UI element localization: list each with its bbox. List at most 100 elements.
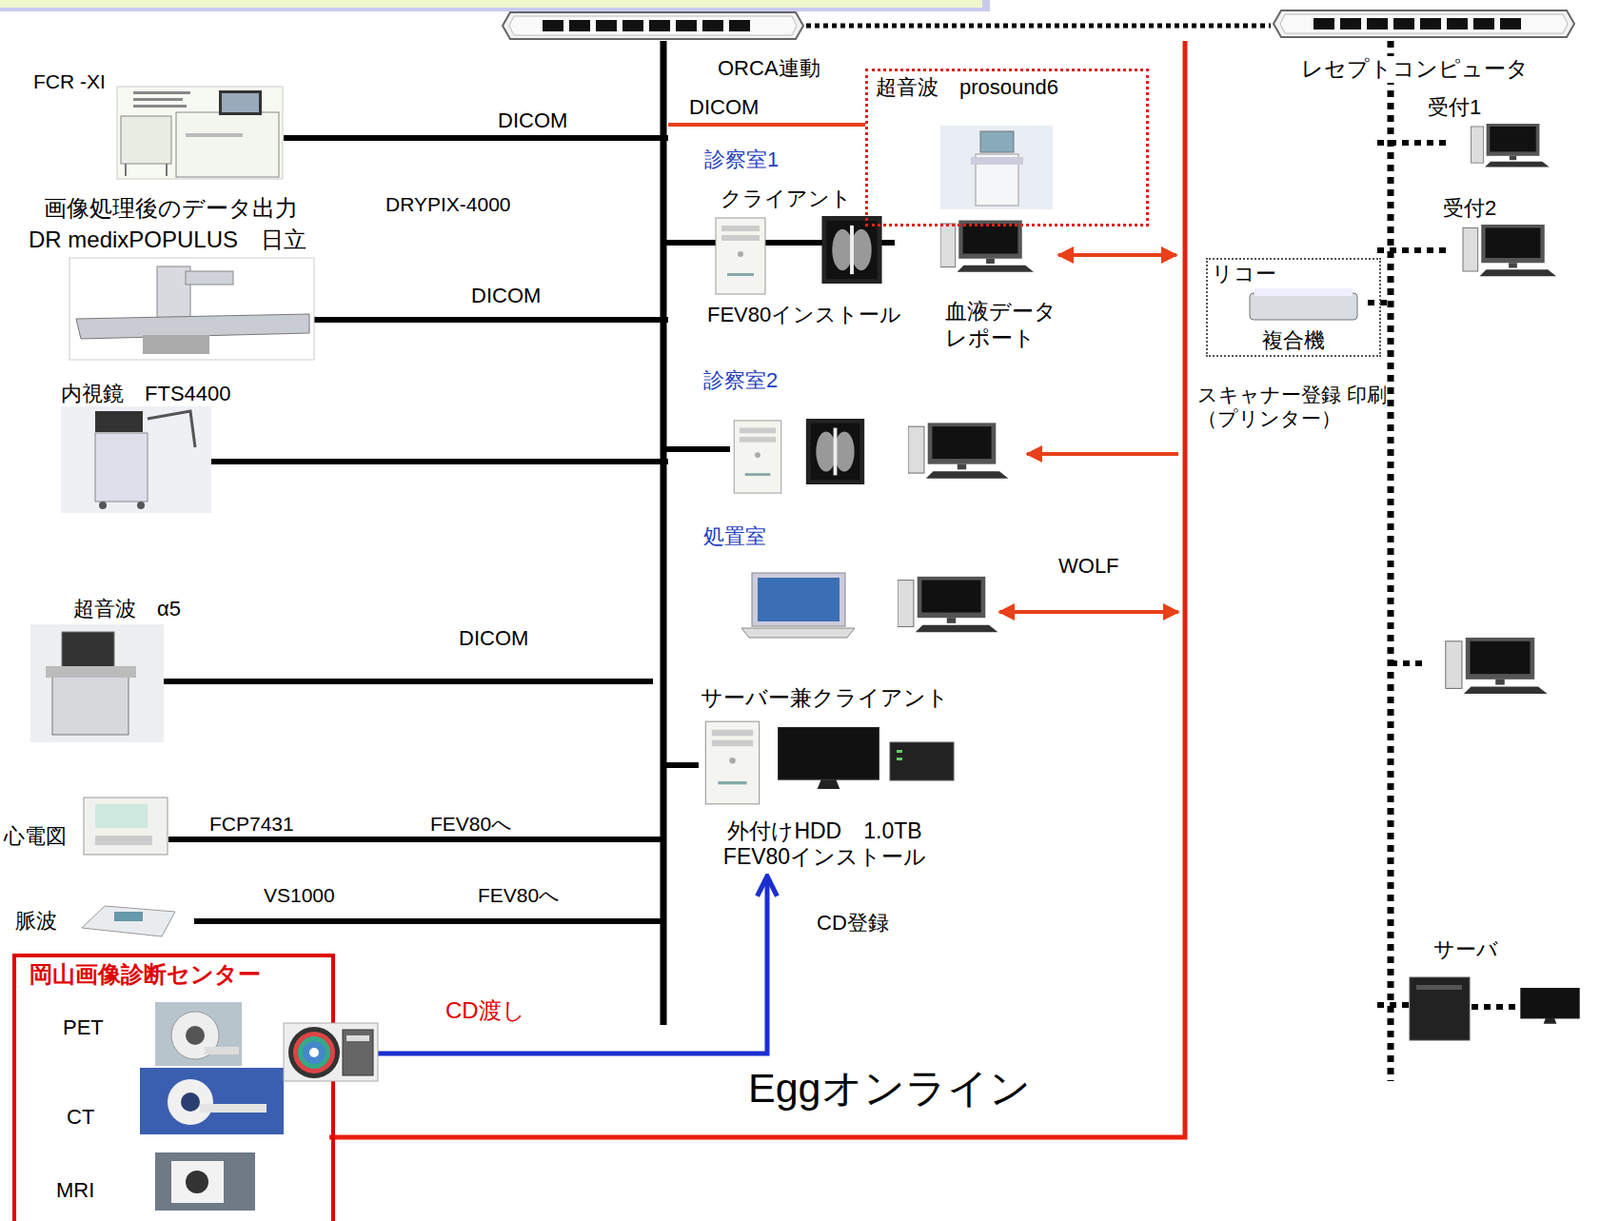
dr-device bbox=[142, 335, 210, 355]
lan-wires bbox=[163, 40, 895, 1026]
endoscope-device bbox=[95, 433, 148, 502]
node-text: 外付けHDD 1.0TB FEV80インストール bbox=[715, 818, 935, 871]
pet-device bbox=[155, 1002, 242, 1067]
pulse-device bbox=[81, 906, 176, 937]
network-hub bbox=[502, 10, 1575, 40]
hub-link bbox=[806, 23, 1271, 29]
pulse-device bbox=[81, 906, 176, 937]
modality-item: MRI bbox=[56, 1178, 95, 1204]
text-label: FEV80へ bbox=[430, 811, 513, 836]
external-hdd bbox=[896, 750, 903, 753]
title-banner bbox=[0, 0, 983, 8]
fcr-device bbox=[218, 90, 262, 116]
cd-transfer-arrow bbox=[335, 876, 768, 1054]
text-label: DRYPIX-4000 bbox=[385, 192, 512, 217]
egg-arrows bbox=[1027, 452, 1179, 456]
client-pc bbox=[715, 217, 766, 295]
text-label: CD登録 bbox=[816, 910, 889, 936]
text-label: FCP7431 bbox=[209, 811, 295, 836]
pulse-device bbox=[114, 911, 143, 922]
external-hdd bbox=[889, 742, 954, 781]
prosound-device bbox=[940, 125, 1053, 210]
printer bbox=[1254, 288, 1353, 297]
cd-disc bbox=[346, 1035, 370, 1042]
fcr-device bbox=[117, 86, 283, 179]
mri-device bbox=[155, 1152, 256, 1211]
ecg-device bbox=[95, 804, 148, 829]
cd-disc bbox=[283, 1023, 378, 1082]
text-label: 血液データ レポート bbox=[945, 298, 1069, 352]
node-title: 岡山画像診断センター bbox=[29, 961, 318, 989]
fcr-device bbox=[117, 86, 283, 179]
mri-device bbox=[155, 1152, 256, 1211]
receipt-network bbox=[1367, 40, 1520, 1082]
ultrasound-device bbox=[61, 632, 115, 669]
receipt-network bbox=[1471, 1004, 1520, 1010]
text-label: 処置室 bbox=[703, 524, 767, 550]
text-label: DICOM bbox=[497, 108, 568, 134]
ecg-device bbox=[95, 835, 153, 846]
ct-device bbox=[180, 1092, 200, 1112]
fcr-device bbox=[133, 104, 187, 108]
client-pc bbox=[940, 220, 1034, 273]
dr-device bbox=[69, 257, 315, 360]
text-label: スキャナー登録 印刷（プリンター） bbox=[1197, 382, 1388, 431]
server-group: サーバー兼クライアント外付けHDD 1.0TB FEV80インストール bbox=[700, 685, 949, 871]
dr-device bbox=[185, 271, 234, 285]
cd-disc bbox=[302, 1041, 326, 1065]
endoscope-device bbox=[147, 411, 196, 448]
printer bbox=[1249, 288, 1358, 320]
lan-wires bbox=[663, 762, 699, 769]
lan-wires bbox=[211, 458, 669, 465]
laptop bbox=[757, 577, 840, 622]
network-hub bbox=[502, 12, 804, 40]
text-label: WOLF bbox=[1058, 553, 1120, 579]
lan-wires bbox=[168, 836, 664, 843]
dr-device bbox=[69, 257, 315, 360]
client-pc bbox=[908, 422, 1008, 478]
text-label: DICOM bbox=[689, 95, 759, 120]
ultrasound-device bbox=[45, 666, 137, 678]
receipt-network bbox=[1367, 299, 1391, 306]
network-hub bbox=[1273, 10, 1575, 38]
node-text: 複合機 bbox=[1262, 328, 1325, 354]
prosound-device bbox=[980, 131, 1014, 153]
endoscope-device bbox=[60, 406, 212, 514]
external-hdd bbox=[896, 757, 903, 761]
fcr-device bbox=[185, 133, 243, 138]
text-label: 内視鏡 FTS4400 bbox=[60, 381, 232, 407]
receipt-pc bbox=[1409, 977, 1470, 1041]
egg-arrows bbox=[999, 610, 1179, 614]
lan-wires bbox=[194, 918, 664, 925]
receipt-network bbox=[1390, 660, 1428, 667]
modality-item: PET bbox=[62, 1015, 104, 1041]
prosound-device bbox=[970, 157, 1024, 165]
node-title: 超音波 prosound6 bbox=[875, 75, 1139, 100]
ecg-device bbox=[83, 797, 168, 855]
endoscope-device bbox=[98, 501, 107, 510]
text-label: 超音波 α5 bbox=[73, 596, 181, 622]
cd-disc bbox=[297, 1036, 331, 1069]
lan-wires bbox=[163, 678, 653, 685]
egg-arrows bbox=[1058, 253, 1177, 257]
fcr-device bbox=[133, 98, 183, 101]
title-banner bbox=[0, 0, 990, 12]
text-label: サーバ bbox=[1433, 937, 1499, 963]
imaging-center-box: 岡山画像診断センターPETCTMRI bbox=[12, 953, 336, 1221]
receipt-pc bbox=[1470, 123, 1549, 168]
mri-device bbox=[185, 1170, 209, 1194]
receipt-pc bbox=[1520, 987, 1581, 1025]
laptop bbox=[741, 572, 855, 638]
receipt-network bbox=[1377, 247, 1451, 254]
fcr-device bbox=[165, 163, 168, 177]
fcr-device bbox=[133, 91, 191, 95]
endoscope-device bbox=[60, 406, 212, 514]
laptop bbox=[751, 572, 846, 627]
cd-disc bbox=[309, 1047, 319, 1058]
node-title: PET bbox=[62, 1015, 104, 1041]
pet-device bbox=[185, 1026, 205, 1046]
pet-device bbox=[155, 1002, 242, 1067]
node-title: MRI bbox=[56, 1178, 95, 1204]
